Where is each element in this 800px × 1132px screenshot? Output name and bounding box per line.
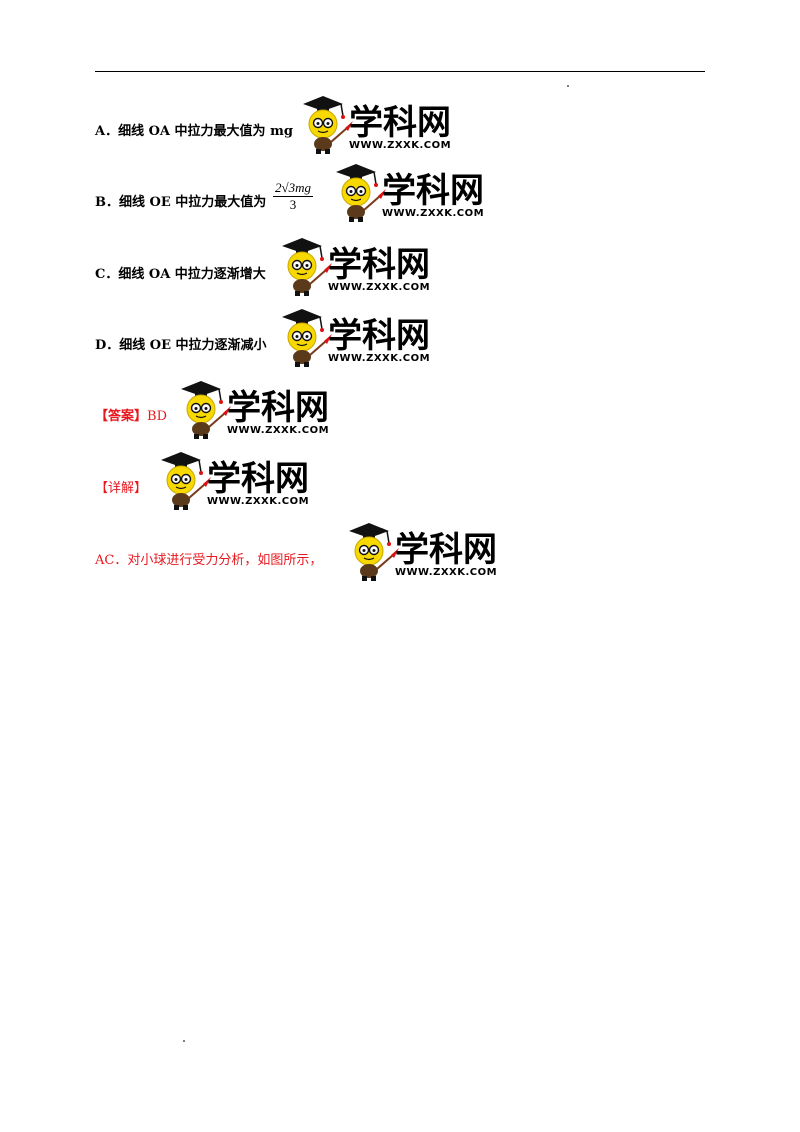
answer-line: 【答案】BD <box>95 405 167 424</box>
zxxk-watermark-logo: 学科网 WWW.ZXXK.COM <box>276 307 436 369</box>
mascot-icon <box>349 523 399 581</box>
watermark-title: 学科网 <box>207 459 309 499</box>
detail-label: 【详解】 <box>95 481 148 496</box>
watermark-url: WWW.ZXXK.COM <box>227 425 329 436</box>
watermark-title: 学科网 <box>382 171 484 211</box>
option-d-text: D．细线 OE 中拉力逐渐减小 <box>95 338 267 353</box>
analysis-line: AC．对小球进行受力分析，如图所示， <box>95 549 322 568</box>
zxxk-watermark-logo: 学科网 WWW.ZXXK.COM <box>330 162 490 224</box>
mascot-icon <box>181 381 231 439</box>
option-a: A．细线 OA 中拉力最大值为 mg <box>95 120 293 139</box>
option-a-text: A．细线 OA 中拉力最大值为 mg <box>95 124 293 139</box>
watermark-title: 学科网 <box>395 530 497 570</box>
mascot-icon <box>282 309 332 367</box>
speck-mark <box>183 1040 185 1042</box>
zxxk-watermark-logo: 学科网 WWW.ZXXK.COM <box>276 236 436 298</box>
watermark-url: WWW.ZXXK.COM <box>207 496 309 507</box>
option-b-text: B．细线 OE 中拉力最大值为 <box>95 195 267 210</box>
watermark-url: WWW.ZXXK.COM <box>328 282 430 293</box>
mascot-icon <box>161 452 211 510</box>
zxxk-watermark-logo: 学科网 WWW.ZXXK.COM <box>343 521 503 583</box>
watermark-title: 学科网 <box>349 103 451 143</box>
zxxk-watermark-logo: 学科网 WWW.ZXXK.COM <box>175 379 335 441</box>
zxxk-watermark-logo: 学科网 WWW.ZXXK.COM <box>297 94 457 156</box>
detail-line: 【详解】 <box>95 477 147 496</box>
option-c-text: C．细线 OA 中拉力逐渐增大 <box>95 267 266 282</box>
mascot-icon <box>303 96 353 154</box>
watermark-url: WWW.ZXXK.COM <box>328 353 430 364</box>
analysis-text: AC．对小球进行受力分析，如图所示， <box>95 553 323 568</box>
option-d: D．细线 OE 中拉力逐渐减小 <box>95 334 267 353</box>
answer-value: BD <box>147 409 167 424</box>
fraction-denominator: 3 <box>289 197 297 212</box>
watermark-url: WWW.ZXXK.COM <box>395 567 497 578</box>
watermark-title: 学科网 <box>328 316 430 356</box>
mascot-icon <box>336 164 386 222</box>
watermark-title: 学科网 <box>227 388 329 428</box>
watermark-url: WWW.ZXXK.COM <box>382 208 484 219</box>
option-b: B．细线 OE 中拉力最大值为 <box>95 191 266 210</box>
speck-mark <box>567 85 569 87</box>
fraction-numerator: 2√3mg <box>273 180 314 197</box>
zxxk-watermark-logo: 学科网 WWW.ZXXK.COM <box>155 450 315 512</box>
watermark-url: WWW.ZXXK.COM <box>349 140 451 151</box>
watermark-title: 学科网 <box>328 245 430 285</box>
option-c: C．细线 OA 中拉力逐渐增大 <box>95 263 266 282</box>
header-rule <box>95 71 705 72</box>
fraction-2sqrt3mg-over-3: 2√3mg 3 <box>273 180 314 213</box>
answer-label: 【答案】 <box>95 409 148 424</box>
mascot-icon <box>282 238 332 296</box>
